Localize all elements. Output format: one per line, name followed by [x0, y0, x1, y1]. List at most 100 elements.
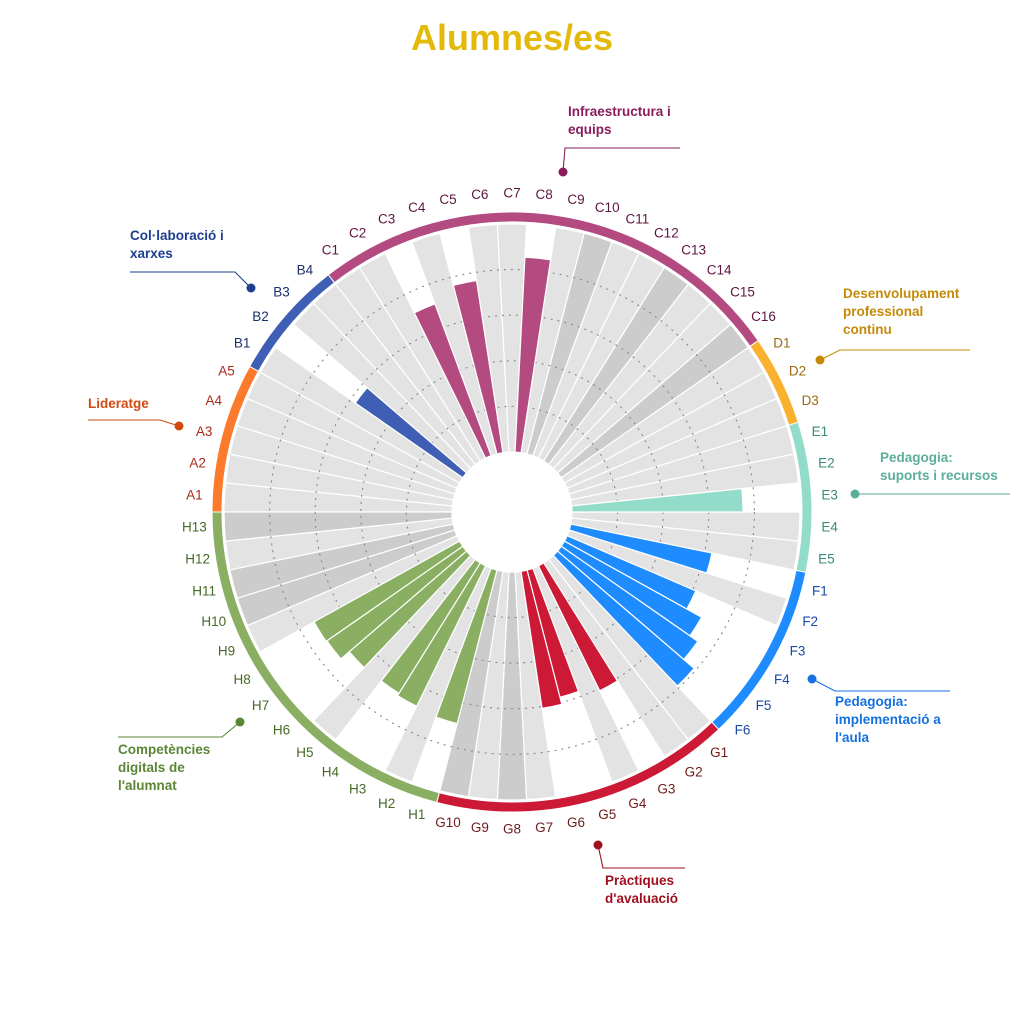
leader-line — [819, 349, 970, 361]
group-rings — [211, 211, 813, 813]
chart-title: Alumnes/es — [411, 17, 613, 58]
leader-line — [118, 721, 241, 738]
item-label-G4: G4 — [628, 796, 647, 811]
item-label-G3: G3 — [657, 782, 675, 797]
item-label-C7: C7 — [503, 186, 520, 201]
item-label-A5: A5 — [218, 364, 235, 379]
value-bar-F1 — [568, 523, 713, 574]
leader-line — [597, 844, 685, 869]
group-title-line: professional — [843, 304, 923, 319]
group-annotation-C: Infraestructura i equips — [558, 104, 680, 177]
item-label-C12: C12 — [654, 226, 679, 241]
item-label-A2: A2 — [189, 455, 206, 470]
item-label-H13: H13 — [182, 520, 207, 535]
group-title-line: Infraestructura i — [568, 104, 671, 119]
leader-dot-icon — [593, 840, 603, 850]
item-label-G10: G10 — [435, 815, 461, 830]
background-bars — [223, 223, 801, 801]
item-label-B1: B1 — [234, 335, 251, 350]
leader-dot-icon — [558, 167, 568, 177]
group-title-line: d'avaluació — [605, 891, 678, 906]
item-label-C15: C15 — [730, 284, 755, 299]
item-label-A1: A1 — [186, 487, 203, 502]
group-annotation-B: Col·laboració i xarxes — [130, 228, 256, 293]
item-label-F2: F2 — [802, 614, 818, 629]
item-label-A4: A4 — [206, 393, 223, 408]
group-annotation-D: Desenvolupament professional continu — [815, 286, 970, 365]
value-bars — [313, 256, 744, 725]
item-label-C2: C2 — [349, 226, 366, 241]
leader-line — [811, 678, 950, 692]
item-label-C1: C1 — [322, 243, 339, 258]
item-label-H2: H2 — [378, 796, 395, 811]
item-label-G2: G2 — [685, 765, 703, 780]
group-title-line: l'alumnat — [118, 778, 177, 793]
item-label-C14: C14 — [707, 262, 732, 277]
group-title-line: l'aula — [835, 730, 869, 745]
group-title-line: suports i recursos — [880, 468, 998, 483]
group-title-line: Desenvolupament — [843, 286, 960, 301]
item-label-G7: G7 — [535, 820, 553, 835]
group-title-line: Pedagogia: — [880, 450, 953, 465]
leader-dot-icon — [246, 283, 256, 293]
item-label-E3: E3 — [821, 487, 838, 502]
item-label-H5: H5 — [296, 745, 313, 760]
item-label-D2: D2 — [789, 364, 806, 379]
item-label-E2: E2 — [818, 455, 835, 470]
item-label-E1: E1 — [812, 424, 829, 439]
item-label-H6: H6 — [273, 723, 290, 738]
item-label-E5: E5 — [818, 552, 835, 567]
group-annotations: Lideratge Col·laboració i xarxes Infraestru… — [88, 104, 1010, 906]
value-bar-G6 — [520, 569, 563, 710]
group-title-line: Lideratge — [88, 396, 149, 411]
group-title-line: xarxes — [130, 246, 173, 261]
leader-dot-icon — [174, 421, 184, 431]
item-label-C11: C11 — [626, 211, 650, 226]
item-label-H1: H1 — [408, 807, 425, 822]
value-bar-F6 — [552, 550, 696, 687]
item-label-C8: C8 — [536, 187, 553, 202]
item-label-A3: A3 — [196, 424, 213, 439]
item-label-D3: D3 — [802, 393, 819, 408]
group-ring-H — [211, 511, 440, 804]
item-label-F6: F6 — [735, 723, 751, 738]
item-label-C9: C9 — [567, 192, 584, 207]
item-label-F3: F3 — [790, 644, 806, 659]
group-title-line: Pràctiques — [605, 873, 674, 888]
group-title-line: Pedagogia: — [835, 694, 908, 709]
item-label-G9: G9 — [471, 820, 489, 835]
item-label-H3: H3 — [349, 782, 366, 797]
item-label-B4: B4 — [297, 262, 314, 277]
value-bar-E3 — [571, 487, 744, 513]
item-label-E4: E4 — [821, 520, 838, 535]
value-bar-G3 — [537, 562, 619, 692]
group-title-line: continu — [843, 322, 892, 337]
group-title-line: Col·laboració i — [130, 228, 224, 243]
item-label-H12: H12 — [185, 552, 210, 567]
item-label-H9: H9 — [218, 644, 235, 659]
value-bar-B2 — [354, 386, 468, 479]
item-label-H11: H11 — [192, 583, 216, 598]
item-label-F1: F1 — [812, 583, 828, 598]
value-bar-H1 — [435, 567, 498, 725]
group-title-line: equips — [568, 122, 612, 137]
item-label-C4: C4 — [408, 200, 426, 215]
item-label-D1: D1 — [773, 335, 790, 350]
item-label-C16: C16 — [751, 309, 776, 324]
value-bar-C3 — [413, 303, 492, 459]
leader-dot-icon — [850, 489, 860, 499]
leader-dot-icon — [815, 355, 825, 365]
item-label-C6: C6 — [471, 187, 488, 202]
grid-circle — [269, 269, 755, 755]
leader-line — [88, 419, 180, 427]
leader-dot-icon — [235, 717, 245, 727]
value-bar-H8 — [313, 540, 464, 643]
item-label-F5: F5 — [756, 698, 772, 713]
value-bar-C8 — [514, 256, 552, 454]
leader-line — [562, 147, 680, 173]
value-bar-H4 — [380, 558, 482, 695]
item-label-B3: B3 — [273, 284, 290, 299]
background-bar-H13 — [223, 511, 453, 542]
